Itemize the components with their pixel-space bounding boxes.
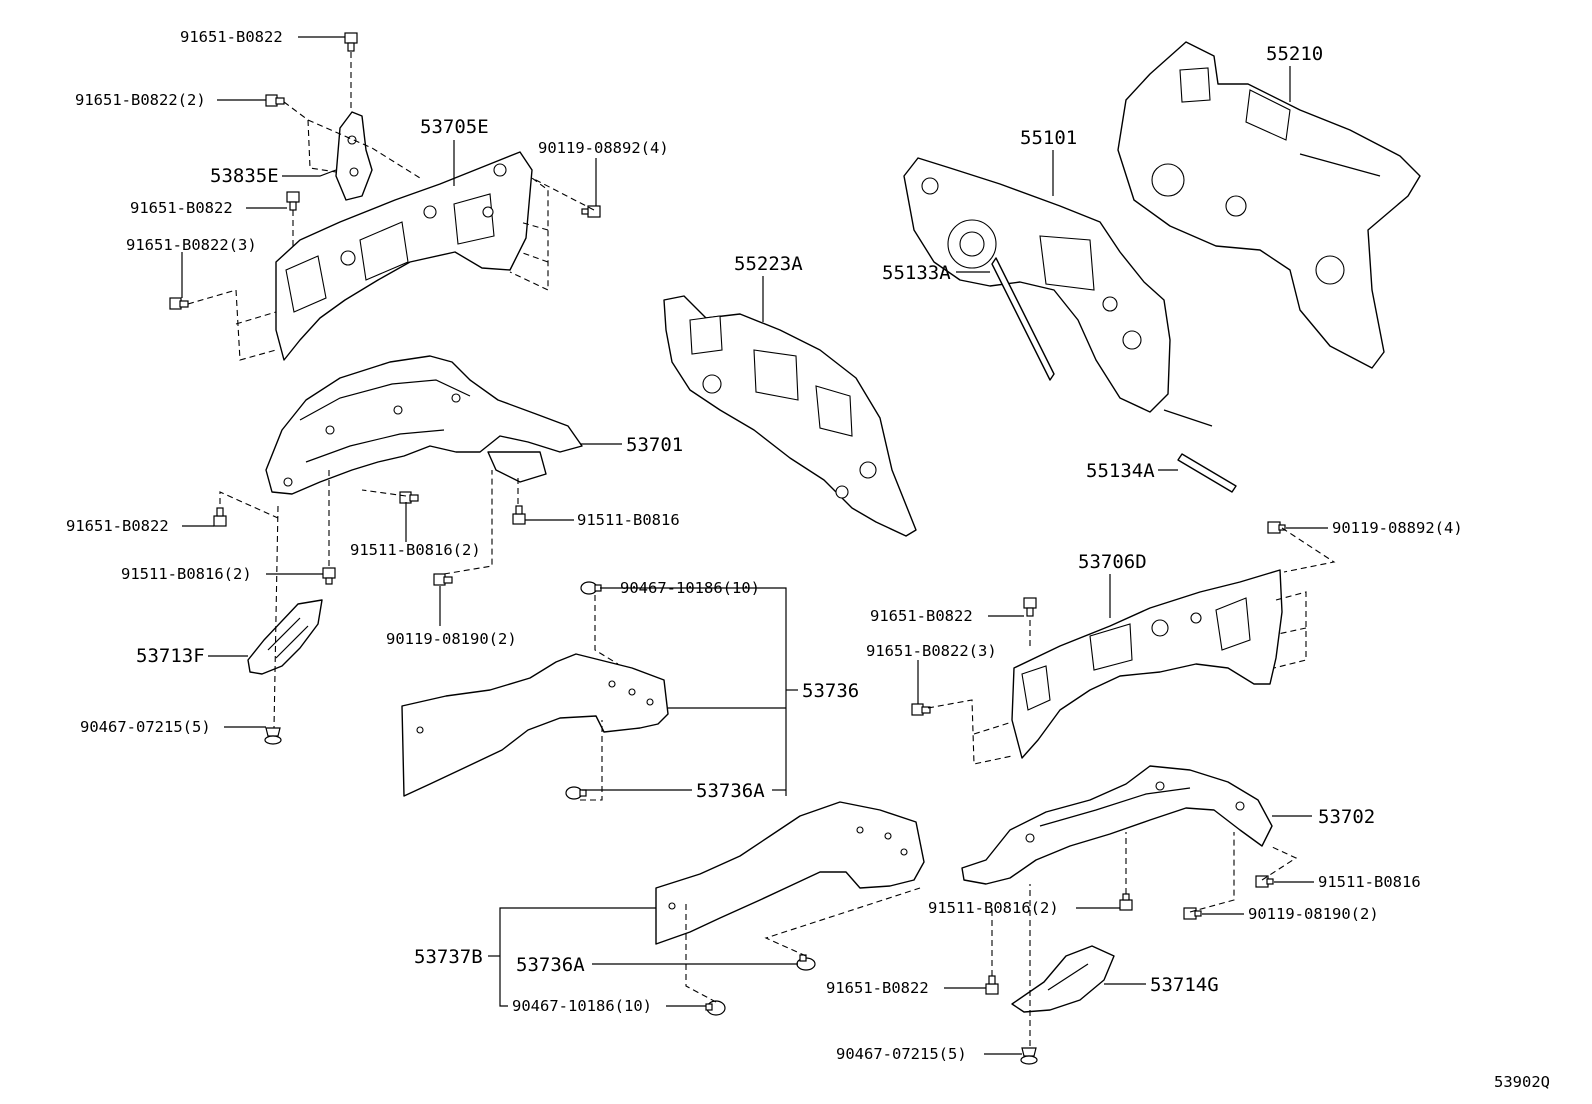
part-53736-shield — [401, 653, 669, 797]
label-91651-B0822-qty3: 91651-B0822(3) — [126, 236, 257, 254]
label-91511-B0816-qty2: 91511-B0816(2) — [928, 899, 1059, 917]
label-53736A: 53736A — [696, 780, 765, 802]
bolt-icon — [322, 567, 336, 585]
bolt-icon — [1119, 893, 1133, 911]
part-53702-liner — [961, 765, 1273, 885]
leader-lines — [181, 36, 1328, 1055]
label-53737B: 53737B — [414, 946, 483, 968]
bolt-icon — [581, 205, 601, 218]
label-91651-B0822-qty2: 91651-B0822(2) — [75, 91, 206, 109]
bolt-icon — [1255, 875, 1274, 888]
bolt-icon — [911, 703, 931, 716]
label-90467-10186-qty10: 90467-10186(10) — [512, 997, 652, 1015]
label-55133A: 55133A — [882, 262, 951, 284]
part-53706D-apron — [1011, 569, 1283, 759]
label-90119-08892-qty4: 90119-08892(4) — [538, 139, 669, 157]
part-55133A-strip — [991, 257, 1055, 381]
label-53714G: 53714G — [1150, 974, 1219, 996]
label-90467-07215-qty5: 90467-07215(5) — [836, 1045, 967, 1063]
part-53705E-apron — [275, 151, 533, 361]
bolt-icon — [985, 975, 999, 995]
label-91651-B0822: 91651-B0822 — [826, 979, 929, 997]
label-91651-B0822: 91651-B0822 — [870, 607, 973, 625]
bolt-icon — [213, 507, 227, 527]
fastener-bolt-icons — [169, 32, 1286, 1065]
bolt-icon — [169, 297, 189, 310]
label-55134A: 55134A — [1086, 460, 1155, 482]
label-90119-08892-qty4: 90119-08892(4) — [1332, 519, 1463, 537]
part-55134A-strip — [1177, 453, 1237, 493]
bolt-icon — [399, 491, 419, 504]
clip-icon — [565, 786, 587, 800]
label-53702: 53702 — [1318, 806, 1375, 828]
label-53736A: 53736A — [516, 954, 585, 976]
label-53736: 53736 — [802, 680, 859, 702]
label-91511-B0816: 91511-B0816 — [577, 511, 680, 529]
label-55223A: 55223A — [734, 253, 803, 275]
part-53737B-shield — [655, 801, 925, 945]
label-55101: 55101 — [1020, 127, 1077, 149]
assembly-dash-lines — [187, 52, 1336, 1046]
label-90119-08190-qty2: 90119-08190(2) — [1248, 905, 1379, 923]
part-53701-liner — [265, 355, 583, 495]
bolt-icon — [1267, 521, 1286, 534]
label-91651-B0822: 91651-B0822 — [130, 199, 233, 217]
label-90467-10186-qty10: 90467-10186(10) — [620, 579, 760, 597]
label-53706D: 53706D — [1078, 551, 1147, 573]
label-90467-07215-qty5: 90467-07215(5) — [80, 718, 211, 736]
bolt-icon — [265, 94, 285, 107]
bolt-icon — [1183, 907, 1202, 920]
clip-icon — [580, 581, 602, 595]
label-91511-B0816: 91511-B0816 — [1318, 873, 1421, 891]
part-53835E-bracket — [335, 111, 373, 201]
label-91651-B0822-qty3: 91651-B0822(3) — [866, 642, 997, 660]
label-90119-08190-qty2: 90119-08190(2) — [386, 630, 517, 648]
label-53701: 53701 — [626, 434, 683, 456]
part-55210-insulator — [1117, 41, 1421, 369]
part-53714G-seal — [1011, 945, 1115, 1013]
diagram-code: 53902Q — [1494, 1073, 1550, 1091]
clip-icon — [705, 1000, 726, 1016]
clip-icon — [1020, 1047, 1038, 1065]
bolt-icon — [433, 573, 453, 586]
clip-icon — [796, 954, 816, 971]
clip-icon — [264, 727, 282, 745]
label-91651-B0822: 91651-B0822 — [180, 28, 283, 46]
part-55223A-silencer — [663, 295, 917, 537]
part-55101-insulator — [903, 157, 1213, 427]
label-91511-B0816-qty2: 91511-B0816(2) — [350, 541, 481, 559]
label-53705E: 53705E — [420, 116, 489, 138]
label-53835E: 53835E — [210, 165, 279, 187]
label-91651-B0822: 91651-B0822 — [66, 517, 169, 535]
part-53713F-seal — [247, 599, 323, 675]
bolt-icon — [512, 505, 526, 525]
bolt-icon — [1023, 597, 1037, 617]
label-91511-B0816-qty2: 91511-B0816(2) — [121, 565, 252, 583]
label-55210: 55210 — [1266, 43, 1323, 65]
bolt-icon — [286, 191, 300, 211]
label-53713F: 53713F — [136, 645, 205, 667]
part-labels: 91651-B0822 91651-B0822(2) 53705E 90119-… — [66, 28, 1550, 1091]
bolt-icon — [344, 32, 358, 52]
